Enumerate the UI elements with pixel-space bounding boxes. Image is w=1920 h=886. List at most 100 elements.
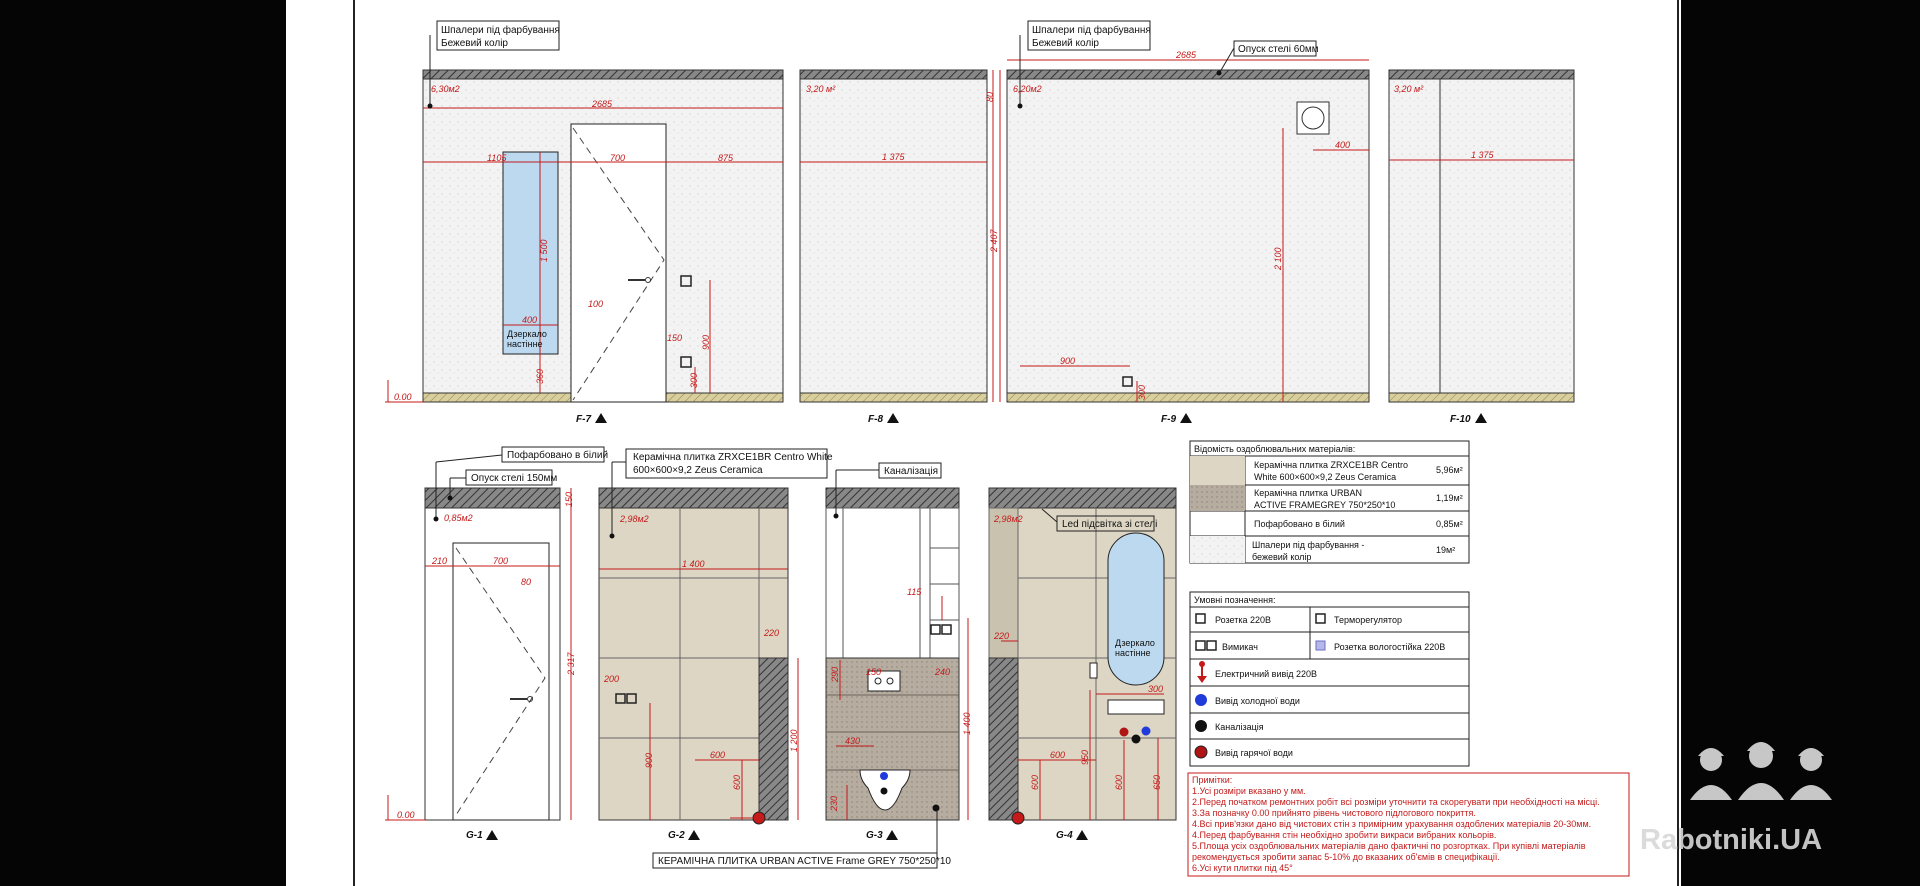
f10-label: F-10: [1450, 414, 1471, 425]
f7-dim-mirror-h: 1 500: [539, 239, 549, 262]
f9-ceiling-callout: Опуск стелі 60мм: [1238, 44, 1319, 55]
note-line-1: 1.Усі розміри вказано у мм.: [1192, 786, 1306, 796]
g1-level: 0.00: [397, 810, 415, 820]
g2-dim-200: 200: [603, 674, 619, 684]
workers-logo-icon: [1690, 742, 1832, 800]
f7-area: 6,30м2: [431, 84, 460, 94]
sheet-frame: [353, 0, 1679, 886]
cold-water-icon: [1195, 694, 1207, 706]
g1-dim-door: 700: [493, 556, 508, 566]
legend-sewer: Каналізація: [1215, 722, 1264, 732]
note-line-3: 3.За позначку 0.00 прийнято рівень чисто…: [1192, 808, 1476, 818]
f7-mirror-label2: настінне: [507, 339, 543, 349]
g4-label: G-4: [1056, 830, 1073, 841]
material-2-line2: ACTIVE FRAMEGREY 750*250*10: [1254, 500, 1395, 510]
f9-area: 6,20м2: [1013, 84, 1042, 94]
f9-dim-h2100: 2 100: [1273, 247, 1283, 271]
material-2-qty: 1,19м²: [1436, 493, 1463, 503]
note-line-2: 2.Перед початком ремонтних робіт всі роз…: [1192, 797, 1600, 807]
legend-table: Умовні позначення: Розетка 220В Терморег…: [1189, 591, 1470, 767]
g1-label: G-1: [466, 830, 483, 841]
material-1-line2: White 600×600×9,2 Zeus Ceramica: [1254, 472, 1396, 482]
material-1-line1: Керамічна плитка ZRXCE1BR Centro: [1254, 460, 1408, 470]
g1-callout-2: Опуск стелі 150мм: [471, 473, 557, 484]
f7-callout-line1: Шпалери під фарбування: [441, 24, 560, 36]
g3-dim-230: 230: [829, 796, 839, 812]
g4-area: 2,98м2: [993, 514, 1023, 524]
g4-mirror-label2: настінне: [1115, 648, 1151, 658]
f8-dim-width: 1 375: [882, 152, 906, 162]
f7-dim-right: 875: [718, 153, 734, 163]
f7-mirror-label1: Дзеркало: [507, 329, 547, 339]
legend-title: Умовні позначення:: [1194, 595, 1275, 605]
g2-callout-1: Керамічна плитка ZRXCE1BR Centro White: [633, 452, 833, 463]
material-4-line1: Шпалери під фарбування -: [1252, 540, 1364, 550]
f7-dim-switch-h: 300: [689, 373, 699, 388]
g1-dim-80: 80: [521, 577, 531, 587]
legend-switch: Вимикач: [1222, 642, 1258, 652]
elevation-g4: Led підсвітка зі стелі 2,98м2 220 300 60…: [988, 487, 1177, 841]
g1-dim-height: 2 317: [566, 651, 576, 676]
f7-label: F-7: [576, 414, 591, 425]
g3-dim-290: 290: [830, 667, 840, 683]
f9-dim-h300: 300: [1137, 385, 1147, 400]
materials-title: Відомість оздоблювальних матеріалів:: [1194, 444, 1355, 454]
g1-dim-left: 210: [431, 556, 447, 566]
f8-area: 3,20 м²: [806, 84, 836, 94]
f9-callout-line2: Бежевий колір: [1032, 38, 1099, 49]
materials-table: Відомість оздоблювальних матеріалів: Кер…: [1189, 440, 1470, 564]
g4-mirror-label1: Дзеркало: [1115, 638, 1155, 648]
f7-dim-total: 2685: [591, 99, 613, 109]
g3-bottom-callout: КЕРАМІЧНА ПЛИТКА URBAN ACTIVE Frame GREY…: [658, 856, 951, 867]
note-line-8: 6.Усі кути плитки під 45°: [1192, 863, 1293, 873]
g2-dim-220: 220: [763, 628, 779, 638]
legend-electric: Електричний вивід 220В: [1215, 669, 1317, 679]
f7-dim-socket-h: 900: [701, 335, 711, 350]
g4-dim-650: 650: [1152, 775, 1162, 790]
elevation-g3: Каналізація КЕРАМІЧНА ПЛИТКА URBAN ACTIV…: [652, 462, 972, 869]
g4-callout: Led підсвітка зі стелі: [1062, 519, 1157, 530]
f7-dim-left: 1105: [487, 153, 507, 163]
f9-callout-line1: Шпалери під фарбування: [1032, 24, 1151, 36]
f8-label: F-8: [868, 414, 883, 425]
f9-dim-total: 2685: [1175, 50, 1197, 60]
material-4-qty: 19м²: [1436, 545, 1455, 555]
f7-dim-gap: 100: [588, 299, 603, 309]
legend-cold: Вивід холодної води: [1215, 696, 1300, 706]
g4-dim-600b: 600: [1030, 775, 1040, 790]
g1-dim-top: 150: [564, 492, 574, 507]
f9-label: F-9: [1161, 414, 1176, 425]
g3-dim-240: 240: [934, 667, 950, 677]
g2-dim-600a: 600: [710, 750, 725, 760]
elevation-g1: Пофарбовано в білий Опуск стелі 150мм 0,…: [385, 446, 608, 841]
f9-dim-height: 2 407: [989, 228, 999, 253]
elevation-f7: Шпалери під фарбування Бежевий колір 6,3…: [385, 20, 784, 425]
f8-dim-top: 80: [985, 92, 995, 102]
g4-dim-220: 220: [993, 631, 1009, 641]
note-line-5: 4.Перед фарбування стін необхідно зробит…: [1192, 830, 1496, 840]
g1-area: 0,85м2: [444, 513, 473, 523]
g2-callout-2: 600×600×9,2 Zeus Ceramica: [633, 465, 763, 476]
g4-dim-950: 950: [1080, 750, 1090, 765]
thermostat-icon: [1315, 613, 1326, 624]
f7-callout-line2: Бежевий колір: [441, 38, 508, 49]
g3-dim-1400: 1 400: [962, 712, 972, 735]
material-3-line1: Пофарбовано в білий: [1254, 519, 1345, 529]
elevation-g2: Керамічна плитка ZRXCE1BR Centro White 6…: [598, 448, 833, 841]
g2-dim-1200: 1 200: [789, 729, 799, 752]
material-2-line1: Керамічна плитка URBAN: [1254, 488, 1362, 498]
watermark-text: Rabotniki.UA: [1640, 824, 1822, 856]
sewer-icon: [1195, 720, 1207, 732]
f9-dim-w900: 900: [1060, 356, 1075, 366]
f9-dim-w400: 400: [1335, 140, 1350, 150]
f10-area: 3,20 м²: [1394, 84, 1424, 94]
g4-dim-300: 300: [1148, 684, 1163, 694]
legend-wet-socket: Розетка вологостійка 220В: [1334, 642, 1445, 652]
wet-socket-icon: [1315, 640, 1326, 651]
note-line-6: 5.Площа усіх оздоблювальних матеріалів д…: [1192, 841, 1586, 851]
hot-water-icon: [1194, 745, 1208, 759]
f7-dim-door: 700: [610, 153, 625, 163]
material-4-line2: бежевий колір: [1252, 552, 1311, 562]
g3-label: G-3: [866, 830, 883, 841]
